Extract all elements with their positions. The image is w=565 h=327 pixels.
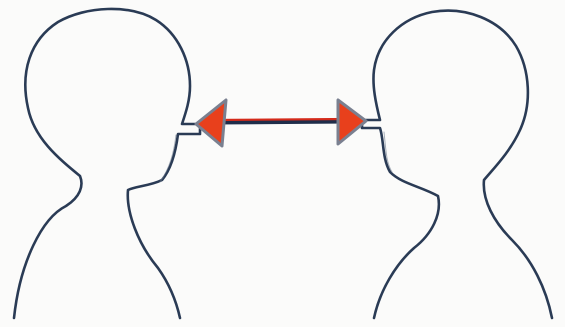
arrow-shaft xyxy=(212,121,350,122)
left-arrowhead xyxy=(196,100,226,146)
double-headed-arrow xyxy=(196,100,366,146)
right-arrowhead xyxy=(338,100,366,144)
left-person-silhouette xyxy=(14,9,200,318)
right-person-silhouette xyxy=(362,11,552,318)
